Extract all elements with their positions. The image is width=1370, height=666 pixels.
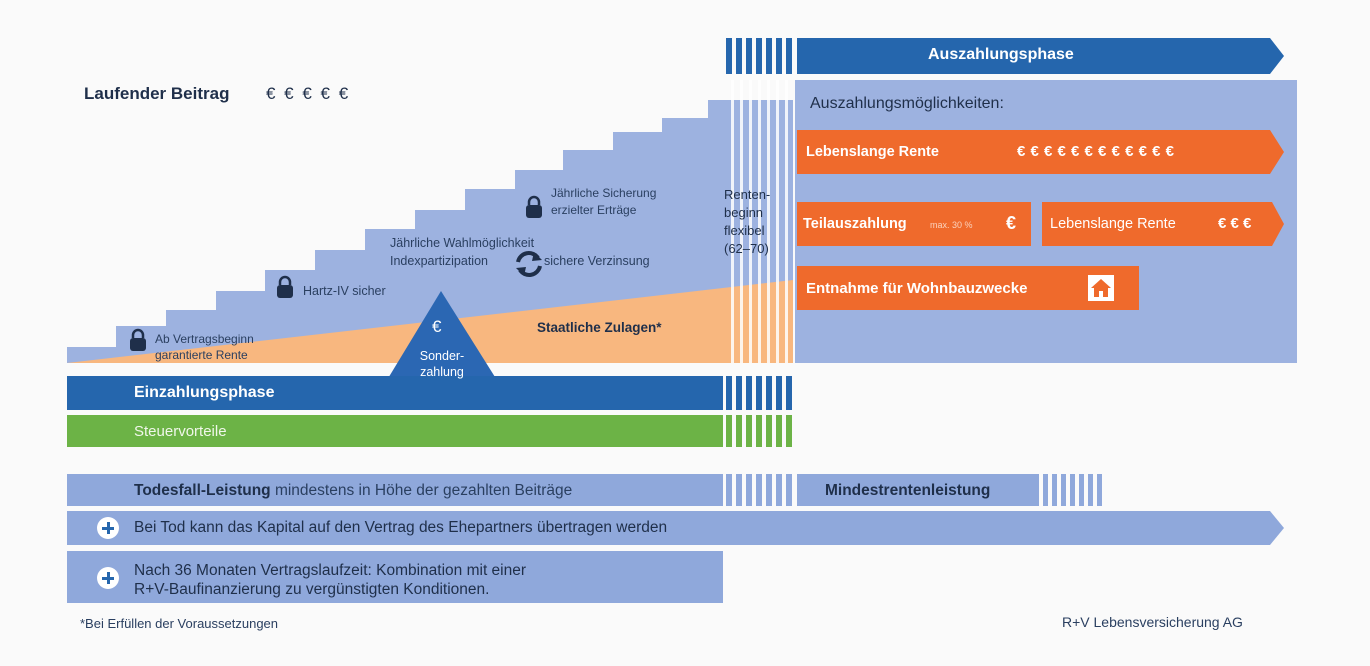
plus-icon (97, 517, 119, 539)
payout-phase-arrow (797, 38, 1284, 74)
company-name: R+V Lebensversicherung AG (1062, 614, 1243, 630)
min-pension-stripes (1043, 474, 1102, 506)
spouse-transfer-arrow (67, 511, 1284, 545)
secure-interest-label: sichere Verzinsung (544, 254, 650, 268)
partial-payout-label: Teilauszahlung (803, 216, 907, 232)
plus-icon (97, 567, 119, 589)
lifelong-pension-small-label: Lebenslange Rente (1050, 216, 1176, 232)
deposit-phase-bar-bg (67, 376, 723, 410)
lifelong-pension-small-arrow (1042, 202, 1284, 246)
contribution-staircase (67, 100, 793, 363)
lifelong-pension-euros: € € € € € € € € € € € € (1017, 143, 1175, 160)
refresh-icon (516, 251, 542, 277)
annual-securing-label: Jährliche Sicherung erzielter Erträge (551, 186, 657, 217)
death-benefit-bar-bg (67, 474, 723, 506)
euro-icon: € (432, 317, 442, 336)
financing-combo-label: Nach 36 Monaten Vertragslaufzeit: Kombin… (134, 562, 527, 598)
death-benefit-detail: mindestens in Höhe der gezahlten Beiträg… (274, 482, 573, 499)
home-withdrawal-label: Entnahme für Wohnbauzwecke (806, 280, 1028, 297)
title-euros: € € € € € (266, 84, 351, 103)
state-subsidy-label: Staatliche Zulagen* (537, 320, 662, 335)
lifelong-pension-small-euros: € € € (1218, 215, 1252, 232)
deposit-phase-stripes (726, 376, 792, 410)
lock-icon (130, 328, 146, 351)
partial-payout-max: max. 30 % (930, 220, 973, 230)
page-title: Laufender Beitrag (84, 84, 230, 103)
partial-payout-box (797, 202, 1031, 246)
financing-combo-bar (67, 551, 723, 603)
tax-benefit-label: Steuervorteile (134, 423, 227, 440)
min-pension-label: Mindestrentenleistung (825, 482, 991, 499)
special-payment-triangle (384, 291, 500, 385)
spouse-transfer-label: Bei Tod kann das Kapital auf den Vertrag… (134, 519, 668, 536)
special-payment-label: Sonder- zahlung (419, 349, 465, 379)
lifelong-pension-label: Lebenslange Rente (806, 144, 939, 160)
hartz-iv-label: Hartz-IV sicher (303, 284, 386, 298)
transition-stripes-light (731, 80, 788, 363)
lock-icon (277, 275, 293, 298)
tax-benefit-bar-bg (67, 415, 723, 447)
tax-benefit-stripes (726, 415, 792, 447)
annual-choice-label: Jährliche Wahlmöglichkeit (390, 236, 535, 250)
deposit-phase-label: Einzahlungsphase (134, 384, 275, 401)
house-icon (1088, 275, 1114, 301)
guaranteed-pension-label: Ab Vertragsbeginn garantierte Rente (155, 332, 254, 362)
payout-options-label: Auszahlungsmöglichkeiten: (810, 95, 1004, 112)
partial-payout-euro: € (1006, 213, 1017, 233)
payout-phase-label: Auszahlungsphase (928, 46, 1074, 63)
min-pension-bar-bg (797, 474, 1039, 506)
footnote: *Bei Erfüllen der Voraussetzungen (80, 616, 279, 631)
lifelong-pension-arrow (797, 130, 1284, 174)
death-benefit-title: Todesfall-Leistung (134, 482, 271, 499)
retirement-start-label: Renten- beginn flexibel (62–70) (724, 187, 771, 256)
payout-phase-stripes (726, 38, 792, 74)
lock-icon (526, 195, 542, 218)
index-participation-label: Indexpartizipation (390, 254, 488, 268)
death-benefit-stripes (726, 474, 792, 506)
home-withdrawal-box (797, 266, 1139, 310)
